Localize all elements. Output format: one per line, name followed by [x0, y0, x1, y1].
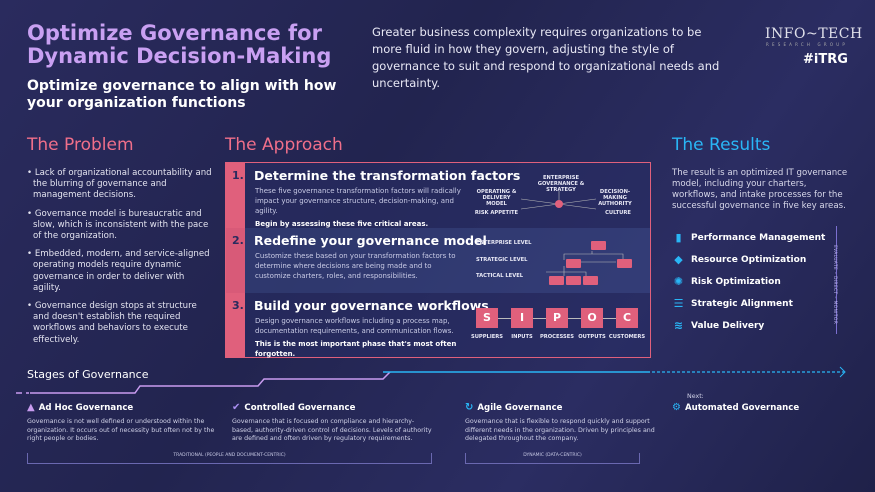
sipoc-box: I: [511, 308, 533, 328]
cycle-line: [836, 226, 837, 334]
list-icon: ☰: [673, 297, 684, 310]
result-item: ≋ Value Delivery: [672, 320, 764, 332]
stage-name: Agile Governance: [477, 402, 563, 413]
step-desc: These five governance transformation fac…: [255, 187, 461, 215]
step-2: 2. Redefine your governance model Custom…: [226, 228, 650, 293]
next-label: Next:: [687, 393, 704, 400]
bar-chart-icon: ▮: [675, 231, 682, 244]
stage-desc: Governance that is flexible to respond q…: [465, 418, 655, 442]
sipoc-box: O: [581, 308, 603, 328]
list-item: • Governance design stops at structure a…: [27, 301, 197, 345]
result-label: Value Delivery: [691, 321, 765, 331]
sipoc-box: S: [476, 308, 498, 328]
org-box: [583, 276, 598, 285]
level-label: STRATEGIC LEVEL: [476, 257, 528, 263]
org-box: [566, 276, 581, 285]
sipoc-label: OUTPUTS: [578, 334, 606, 340]
factor-label: CULTURE: [605, 210, 631, 216]
factor-label: RISK APPETITE: [474, 210, 519, 216]
result-item: ▮ Performance Management: [672, 232, 825, 244]
item-text: Embedded, modern, and service-aligned op…: [33, 249, 210, 293]
factor-label: OPERATING & DELIVERY MODEL: [476, 189, 517, 207]
stage-name: Controlled Governance: [244, 402, 356, 413]
step-number: 3.: [232, 299, 244, 312]
level-label: TACTICAL LEVEL: [476, 273, 524, 279]
step-title: Determine the transformation factors: [254, 168, 521, 183]
org-box: [591, 241, 606, 250]
step-desc: Design governance workflows including a …: [255, 317, 454, 335]
step-title: Build your governance workflows: [254, 298, 489, 313]
stage-name: Automated Governance: [684, 402, 800, 413]
traditional-bracket: [27, 453, 432, 464]
sipoc-label: PROCESSES: [539, 334, 575, 340]
step-title: Redefine your governance model: [254, 233, 487, 248]
sipoc-label: CUSTOMERS: [608, 334, 646, 340]
step-3: 3. Build your governance workflows Desig…: [226, 293, 650, 358]
logo-sub: RESEARCH GROUP: [766, 42, 848, 47]
page-subtitle: Optimize governance to align with how yo…: [27, 78, 337, 111]
cycle-icon: ↻: [465, 402, 474, 413]
stage-title: ✔Controlled Governance: [232, 402, 355, 413]
org-box: [549, 276, 564, 285]
approach-box: 1. Determine the transformation factors …: [225, 162, 651, 358]
results-heading: The Results: [672, 135, 771, 155]
diamond-icon: ◆: [674, 253, 683, 266]
logo: INFO~TECH: [765, 26, 863, 42]
step-number: 2.: [232, 234, 244, 247]
gear-icon: ✺: [673, 275, 684, 288]
problem-list: • Lack of organizational accountability …: [27, 168, 212, 353]
cycle-label: EVALUATE – DIRECT – MONITOR: [832, 245, 837, 325]
factors-diagram: [520, 191, 597, 210]
dynamic-bracket: [465, 453, 640, 464]
traditional-label: TRADITIONAL (PEOPLE AND DOCUMENT-CENTRIC…: [173, 453, 286, 458]
item-text: Governance model is bureaucratic and slo…: [33, 208, 209, 242]
sipoc-box: C: [616, 308, 638, 328]
list-item: • Lack of organizational accountability …: [27, 168, 212, 201]
step-1: 1. Determine the transformation factors …: [226, 163, 650, 228]
result-label: Risk Optimization: [691, 277, 781, 287]
sipoc-box: P: [546, 308, 568, 328]
stage-name: Ad Hoc Governance: [38, 402, 134, 413]
approach-heading: The Approach: [225, 135, 343, 155]
result-label: Resource Optimization: [691, 255, 807, 265]
coins-icon: ≋: [673, 319, 684, 332]
level-label: ENTERPRISE LEVEL: [476, 240, 532, 246]
stages-heading: Stages of Governance: [27, 368, 149, 381]
org-box: [566, 259, 581, 268]
result-label: Strategic Alignment: [691, 299, 793, 309]
step-emphasis: This is the most important phase that's …: [255, 340, 457, 358]
sipoc-label: SUPPLIERS: [470, 334, 504, 340]
result-item: ◆ Resource Optimization: [672, 254, 806, 266]
dynamic-label: DYNAMIC (DATA-CENTRIC): [523, 453, 582, 458]
factor-label: ENTERPRISE GOVERNANCE & STRATEGY: [537, 175, 585, 193]
automation-icon: ⚙: [672, 402, 681, 413]
step-emphasis: Begin by assessing these five critical a…: [255, 220, 429, 228]
stage-title: ▲Ad Hoc Governance: [27, 402, 133, 413]
page-title: Optimize Governance for Dynamic Decision…: [27, 21, 332, 68]
stage-title: ↻Agile Governance: [465, 402, 563, 413]
step-desc: Customize these based on your transforma…: [255, 252, 456, 280]
factor-label: DECISION-MAKING AUTHORITY: [598, 189, 632, 207]
org-chart-lines: [546, 251, 624, 276]
stage-desc: Governance is not well defined or unders…: [27, 418, 215, 442]
result-item: ✺ Risk Optimization: [672, 276, 781, 288]
results-text: The result is an optimized IT governance…: [672, 168, 848, 211]
result-item: ☰ Strategic Alignment: [672, 298, 793, 310]
step-number: 1.: [232, 169, 244, 182]
list-item: • Governance model is bureaucratic and s…: [27, 208, 209, 242]
sipoc-label: INPUTS: [511, 334, 533, 340]
check-badge-icon: ✔: [232, 402, 241, 413]
warning-icon: ▲: [27, 402, 35, 413]
org-box: [617, 259, 632, 268]
stages-timeline: [16, 366, 846, 394]
logo-tag: #iTRG: [803, 52, 848, 67]
item-text: Governance design stops at structure and…: [33, 301, 197, 345]
item-text: Lack of organizational accountability an…: [33, 168, 212, 201]
result-label: Performance Management: [691, 233, 826, 243]
stage-title: ⚙Automated Governance: [672, 402, 799, 413]
stage-desc: Governance that is focused on compliance…: [232, 418, 432, 442]
intro-text: Greater business complexity requires org…: [372, 25, 720, 90]
list-item: • Embedded, modern, and service-aligned …: [27, 249, 210, 293]
problem-heading: The Problem: [27, 135, 134, 155]
